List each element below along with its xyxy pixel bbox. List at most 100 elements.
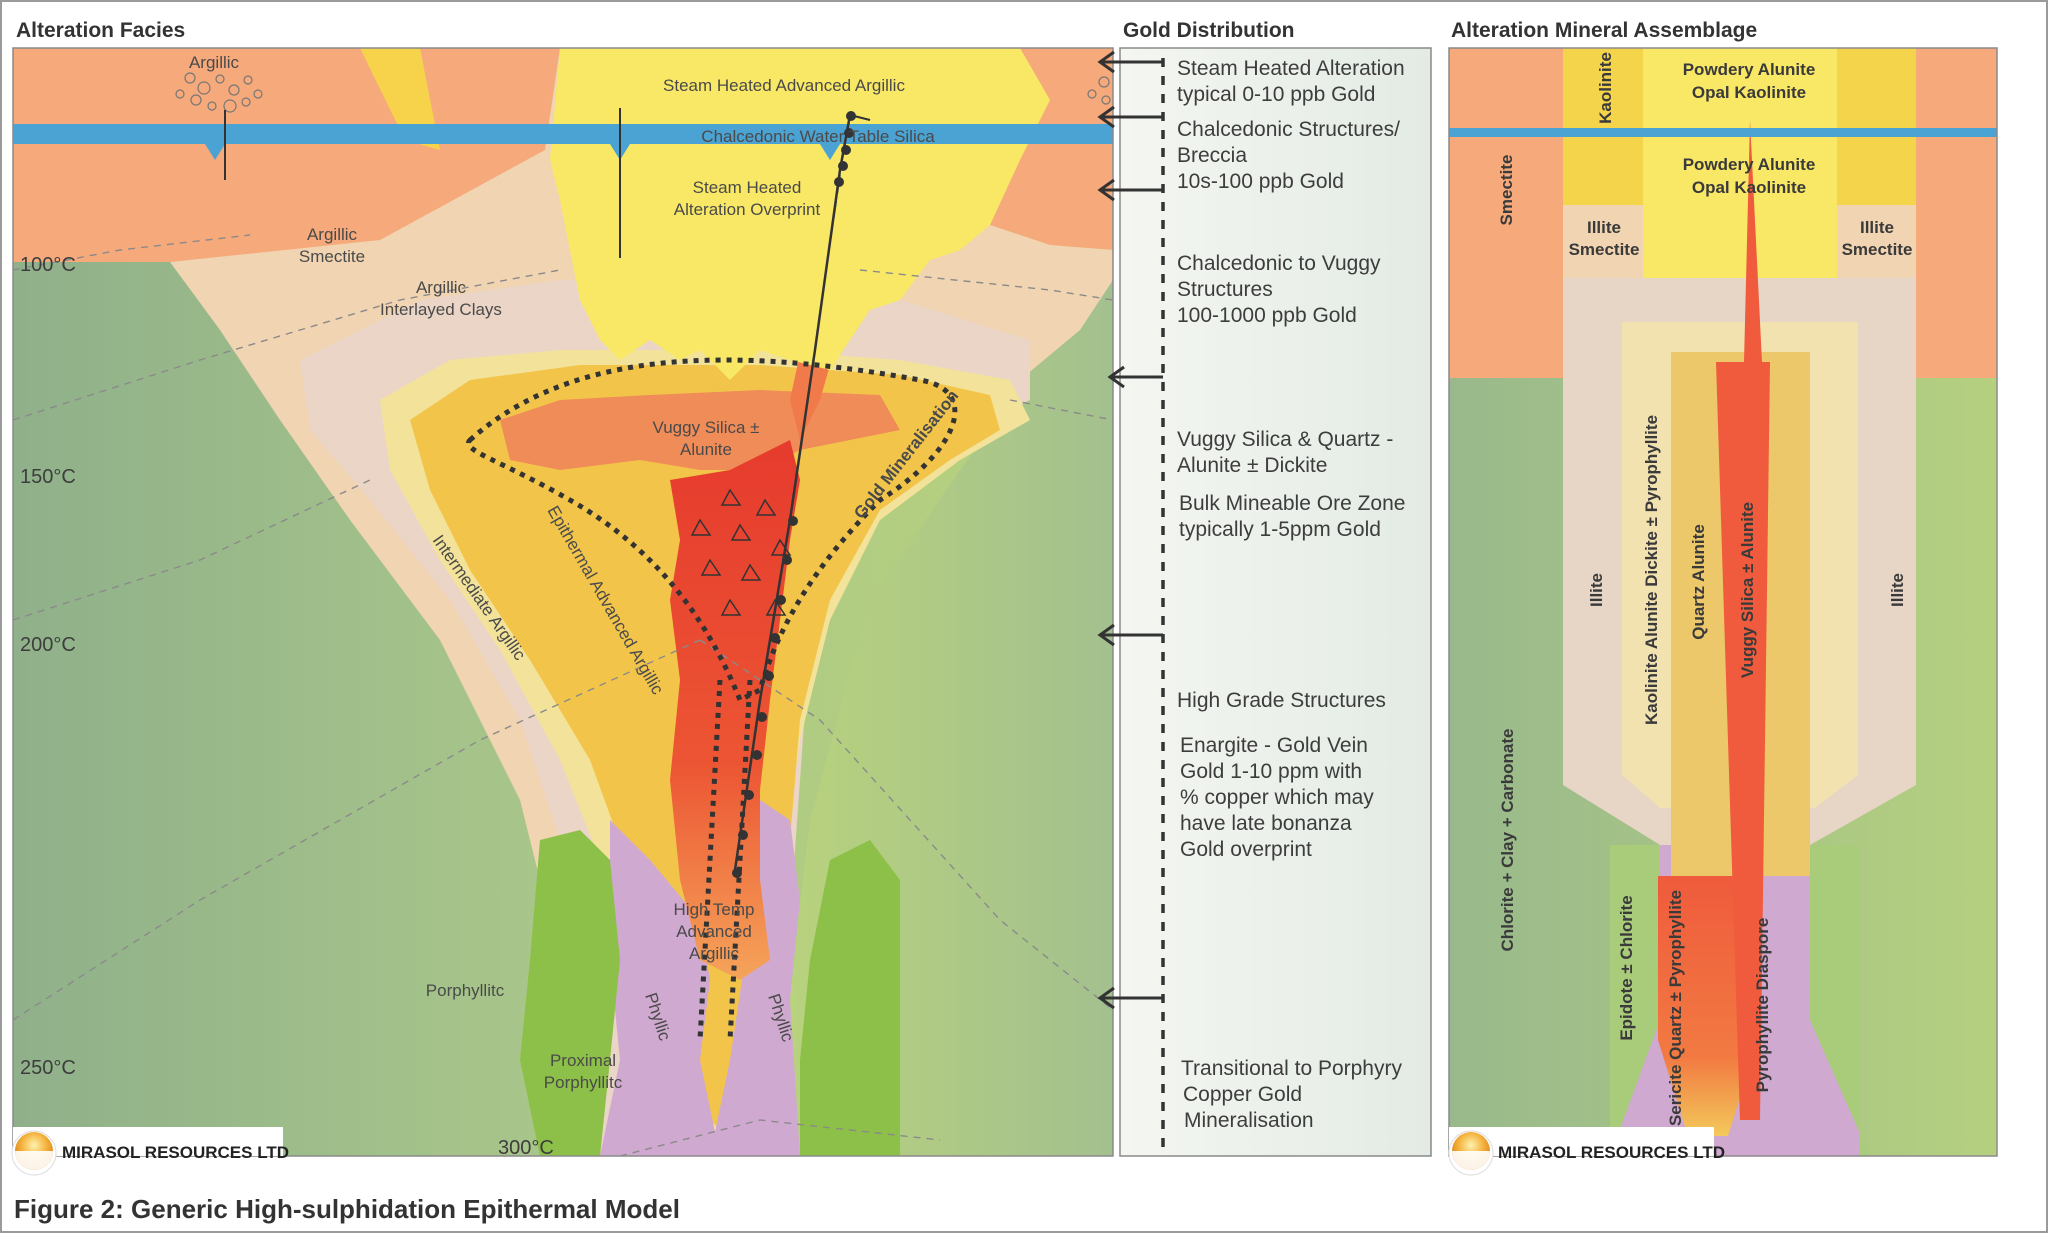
asm-powdery-alunite	[1643, 48, 1837, 278]
label-high-temp-3: Argillic	[689, 944, 740, 963]
gold-note-7-line-0: Transitional to Porphyry	[1181, 1057, 1402, 1080]
asm-label-illite-right: Illite	[1888, 573, 1907, 607]
gold-note-6-line-1: Gold 1-10 ppm with	[1180, 760, 1362, 783]
gold-note-2-line-0: Chalcedonic to Vuggy	[1177, 252, 1381, 275]
phyllic-zone-left	[600, 820, 720, 1156]
gold-arrow-6	[1097, 986, 1163, 1010]
header-alteration-facies: Alteration Facies	[16, 19, 185, 42]
label-porphyllitc: Porphyllitc	[426, 981, 505, 1000]
asm-label-powdery-alunite-2a: Powdery Alunite	[1683, 155, 1816, 174]
header-alteration-mineral-assemblage: Alteration Mineral Assemblage	[1451, 19, 1757, 42]
gold-note-1-line-0: Chalcedonic Structures/	[1177, 118, 1400, 141]
gold-distribution-notes: Steam Heated Alteration typical 0-10 ppb…	[1177, 57, 1405, 1132]
asm-vuggy-silica-spike	[1716, 120, 1770, 1120]
gold-note-6-line-2: % copper which may	[1180, 786, 1374, 809]
asm-label-kaolinite-alunite-dickite: Kaolinite Alunite Dickite ± Pyrophyllite	[1642, 415, 1661, 725]
label-high-temp-1: High Temp	[674, 900, 755, 919]
gold-note-4-line-1: typically 1-5ppm Gold	[1179, 518, 1381, 541]
label-chalcedonic-water-table-silica: Chalcedonic Water Table Silica	[701, 127, 935, 146]
asm-epidote-zone	[1610, 845, 1660, 1156]
gold-distribution-panel	[1120, 48, 1431, 1156]
logo-right-text: MIRASOL RESOURCES LTD	[1498, 1143, 1725, 1162]
gold-mineralisation-outline	[466, 357, 958, 704]
gold-note-7-line-2: Mineralisation	[1184, 1109, 1314, 1132]
gold-note-0-line-1: typical 0-10 ppb Gold	[1177, 83, 1375, 106]
gold-note-3-line-1: Alunite ± Dickite	[1177, 454, 1327, 477]
gold-note-1-line-1: Breccia	[1177, 144, 1247, 167]
gold-arrow-3	[1097, 178, 1163, 202]
label-argillic-smectite-2: Smectite	[299, 247, 365, 266]
asm-label-illite-smectite-left-2: Smectite	[1569, 240, 1640, 259]
label-alteration-overprint: Alteration Overprint	[674, 200, 821, 219]
gold-note-2-line-2: 100-1000 ppb Gold	[1177, 304, 1357, 327]
gold-note-6-line-0: Enargite - Gold Vein	[1180, 734, 1368, 757]
temp-300: 300°C	[498, 1137, 554, 1159]
gold-note-2-line-1: Structures	[1177, 278, 1273, 301]
dotted-vein-right	[727, 679, 753, 1041]
gold-arrow-5	[1097, 623, 1163, 647]
dotted-vein-left	[697, 679, 723, 1041]
asm-label-quartz-alunite: Quartz Alunite	[1689, 524, 1708, 640]
gold-arrow-4	[1107, 365, 1163, 389]
asm-kaolinite-right	[1837, 48, 1916, 205]
asm-label-kaolinite: Kaolinite	[1596, 52, 1615, 124]
asm-pyrophyllite-diaspore	[1658, 876, 1758, 1136]
water-table-band	[13, 124, 1113, 144]
asm-label-vuggy-silica-alunite: Vuggy Silica ± Alunite	[1738, 502, 1757, 678]
gold-distribution-frame	[1119, 47, 1432, 1157]
header-gold-distribution: Gold Distribution	[1123, 19, 1294, 42]
alteration-cross-section	[13, 48, 1113, 1156]
asm-label-illite-smectite-right-2: Smectite	[1842, 240, 1913, 259]
label-vuggy-silica-2: Alunite	[680, 440, 732, 459]
asm-label-epidote-chlorite: Epidote ± Chlorite	[1617, 895, 1636, 1040]
assemblage-diagram	[1449, 48, 1997, 1156]
alteration-facies-frame	[12, 47, 1114, 1157]
vein-dots	[732, 111, 856, 878]
logo-left: MIRASOL RESOURCES LTD	[11, 1127, 289, 1176]
assemblage-frame	[1448, 47, 1998, 1157]
label-argillic-interlayed-2: Interlayed Clays	[380, 300, 502, 319]
label-vuggy-silica-1: Vuggy Silica ±	[653, 418, 760, 437]
logo-left-text: MIRASOL RESOURCES LTD	[62, 1143, 289, 1162]
phyllic-zone-right	[710, 800, 800, 1156]
breccia-triangles	[690, 488, 792, 616]
asm-label-smectite: Smectite	[1497, 155, 1516, 226]
gold-note-1-line-2: 10s-100 ppb Gold	[1177, 170, 1344, 193]
label-steam-heated-advanced-argillic: Steam Heated Advanced Argillic	[663, 76, 905, 95]
gold-arrow-2	[1097, 105, 1163, 129]
gold-note-0-line-0: Steam Heated Alteration	[1177, 57, 1405, 80]
label-proximal-1: Proximal	[550, 1051, 616, 1070]
asm-water-table	[1449, 128, 1997, 137]
temp-100: 100°C	[20, 254, 76, 276]
asm-label-sericite-quartz: Sericite Quartz ± Pyrophyllite	[1666, 890, 1685, 1126]
steam-bubbles	[175, 72, 1111, 113]
proximal-porphyllitc-zone-left	[520, 830, 620, 1156]
asm-illite-smectite-left	[1563, 205, 1643, 278]
label-steam-heated: Steam Heated	[693, 178, 802, 197]
asm-illite-smectite-right	[1837, 205, 1916, 278]
asm-label-chlorite-clay-carbonate: Chlorite + Clay + Carbonate	[1498, 729, 1517, 952]
label-argillic-interlayed-1: Argillic	[416, 278, 467, 297]
asm-label-illite-smectite-right-1: Illite	[1860, 218, 1894, 237]
asm-label-illite-smectite-left-1: Illite	[1587, 218, 1621, 237]
asm-label-powdery-alunite-1a: Powdery Alunite	[1683, 60, 1816, 79]
gold-note-4-line-0: Bulk Mineable Ore Zone	[1179, 492, 1405, 515]
gold-arrow-1	[1097, 50, 1163, 74]
gold-note-6-line-3: have late bonanza	[1180, 812, 1352, 835]
label-proximal-2: Porphyllitc	[544, 1073, 623, 1092]
temp-200: 200°C	[20, 634, 76, 656]
temp-150: 150°C	[20, 466, 76, 488]
asm-label-powdery-alunite-1b: Opal Kaolinite	[1692, 83, 1806, 102]
gold-note-5-line-0: High Grade Structures	[1177, 689, 1386, 712]
logo-right: MIRASOL RESOURCES LTD	[1448, 1127, 1725, 1176]
temp-250: 250°C	[20, 1057, 76, 1079]
asm-label-pyrophyllite-diaspore: Pyrophyllite Diaspore	[1753, 918, 1772, 1093]
gold-note-6-line-4: Gold overprint	[1180, 838, 1312, 861]
figure-caption: Figure 2: Generic High-sulphidation Epit…	[14, 1194, 680, 1224]
asm-label-powdery-alunite-2b: Opal Kaolinite	[1692, 178, 1806, 197]
gold-arrows	[1097, 50, 1163, 1010]
gold-note-7-line-1: Copper Gold	[1183, 1083, 1302, 1106]
label-high-temp-2: Advanced	[676, 922, 752, 941]
